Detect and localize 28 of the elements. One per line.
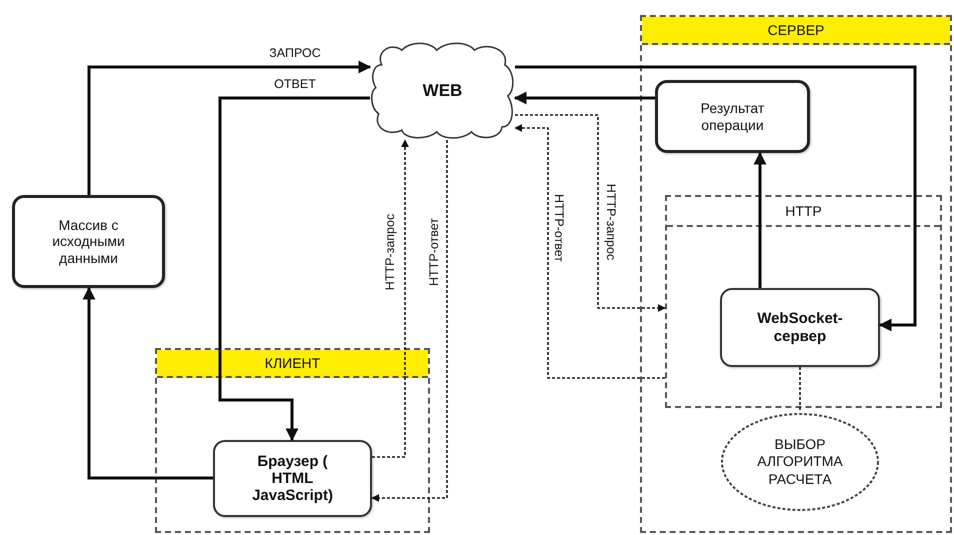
- process-box: Браузер ( HTML JavaScript): [213, 440, 372, 517]
- dashed-zone: [665, 195, 942, 408]
- edge-label: HTTP-запрос: [383, 214, 397, 290]
- network-cloud: WEB: [370, 42, 515, 140]
- process-box: Массив с исходными данными: [12, 195, 165, 288]
- edge-label: ОТВЕТ: [274, 77, 316, 91]
- process-box: WebSocket-сервер: [720, 288, 880, 367]
- arrow: [515, 66, 916, 332]
- dashed-zone: [640, 15, 952, 533]
- arrow: [514, 124, 665, 379]
- dashed-ellipse: ВЫБОР АЛГОРИТМА РАСЧЕТА: [720, 412, 880, 512]
- arrow: [754, 152, 766, 288]
- zone-header: HTTP: [667, 197, 940, 227]
- zone-header: КЛИЕНТ: [157, 350, 428, 378]
- arrow: [82, 286, 213, 480]
- edge-label: HTTP-ответ: [427, 218, 441, 286]
- arrow: [514, 92, 655, 104]
- dashed-zone: [155, 348, 430, 533]
- edge-label: ЗАПРОС: [269, 46, 321, 60]
- arrow: [515, 114, 666, 312]
- edge-label: HTTP-запрос: [604, 184, 618, 260]
- arrow: [372, 139, 409, 458]
- arrow: [371, 140, 448, 502]
- process-box: Результат операции: [655, 80, 810, 153]
- edge-label: HTTP-ответ: [552, 194, 566, 262]
- zone-header: СЕРВЕР: [642, 17, 950, 45]
- arrow: [218, 96, 370, 442]
- arrow: [88, 60, 372, 195]
